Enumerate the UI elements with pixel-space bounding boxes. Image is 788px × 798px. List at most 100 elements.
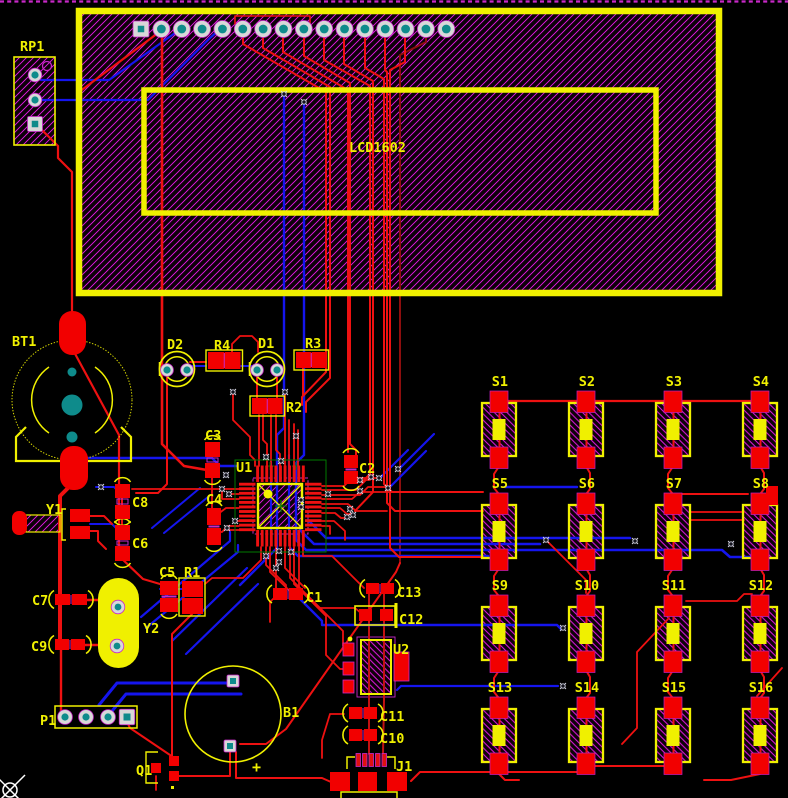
via[interactable] (262, 453, 270, 461)
component-pads-R3[interactable] (296, 352, 327, 368)
trace-segment[interactable] (493, 569, 499, 596)
trace-segment[interactable] (321, 525, 331, 535)
trace-segment[interactable] (395, 684, 560, 692)
trace-segment[interactable] (493, 671, 499, 698)
component-pads-S9[interactable] (489, 594, 509, 673)
component-pads-S8[interactable] (750, 492, 770, 571)
component-pads-S1[interactable] (489, 390, 509, 469)
trace-segment[interactable] (160, 28, 209, 472)
component-pads-R4[interactable] (208, 352, 241, 369)
trace-segment[interactable] (232, 393, 256, 467)
trace-segment[interactable] (586, 569, 591, 596)
trace-segment[interactable] (298, 546, 363, 615)
component-body-Y1[interactable] (26, 515, 60, 532)
component-pads-S11[interactable] (663, 594, 683, 673)
component-pads-J1[interactable] (330, 753, 407, 792)
component-pads-S14[interactable] (576, 696, 596, 775)
via[interactable] (280, 90, 288, 98)
via[interactable] (223, 524, 231, 532)
via[interactable] (277, 457, 285, 465)
trace-segment[interactable] (305, 295, 331, 413)
via[interactable] (356, 476, 364, 484)
component-pads-C13[interactable] (366, 583, 394, 594)
via[interactable] (229, 388, 237, 396)
trace-segment[interactable] (89, 515, 113, 525)
trace-segment[interactable] (756, 667, 783, 697)
via[interactable] (727, 540, 735, 548)
component-pads-S7[interactable] (663, 492, 683, 571)
component-pads-D2[interactable] (160, 363, 194, 377)
trace-segment[interactable] (586, 671, 591, 698)
component-pads-BT1[interactable] (59, 311, 88, 490)
via[interactable] (225, 490, 233, 498)
via[interactable] (281, 388, 289, 396)
trace-segment[interactable] (151, 487, 201, 529)
component-pads-S12[interactable] (750, 594, 770, 673)
component-pads-S6[interactable] (576, 492, 596, 571)
component-pads-R1[interactable] (182, 581, 203, 614)
trace-segment[interactable] (294, 101, 306, 542)
via[interactable] (356, 487, 364, 495)
trace-segment[interactable] (321, 491, 393, 500)
component-pads-C5[interactable] (160, 581, 178, 612)
trace-segment[interactable] (301, 295, 327, 406)
trace-segment[interactable] (106, 692, 243, 718)
trace-segment[interactable] (321, 512, 347, 519)
via[interactable] (300, 98, 308, 106)
component-pads-S16[interactable] (750, 696, 770, 775)
trace-segment[interactable] (321, 486, 387, 496)
via[interactable] (297, 496, 305, 504)
component-pads-S5[interactable] (489, 492, 509, 571)
component-body-U2[interactable] (356, 636, 396, 698)
via[interactable] (275, 547, 283, 555)
trace-segment[interactable] (667, 671, 673, 698)
trace-segment[interactable] (77, 28, 164, 94)
component-pads-S10[interactable] (576, 594, 596, 673)
trace-segment[interactable] (349, 295, 357, 456)
trace-segment[interactable] (498, 773, 520, 781)
component-pads-RP1[interactable] (27, 67, 43, 132)
trace-segment[interactable] (97, 681, 232, 707)
trace-segment[interactable] (238, 93, 286, 587)
component-pads-C8[interactable] (115, 484, 130, 519)
component-pads-U1[interactable] (239, 465, 322, 547)
trace-segment[interactable] (667, 467, 673, 494)
trace-segment[interactable] (386, 449, 428, 491)
via[interactable] (222, 471, 230, 479)
via[interactable] (343, 513, 351, 521)
component-pads-Y1[interactable] (12, 509, 90, 539)
via[interactable] (292, 432, 300, 440)
via[interactable] (346, 505, 354, 513)
trace-segment[interactable] (493, 467, 499, 494)
via[interactable] (394, 465, 402, 473)
trace-segment[interactable] (294, 593, 563, 631)
component-pads-S4[interactable] (750, 390, 770, 469)
component-pads-P1[interactable] (57, 708, 136, 726)
trace-segment[interactable] (302, 546, 365, 589)
via[interactable] (559, 624, 567, 632)
via[interactable] (542, 536, 550, 544)
component-pads-S8X[interactable] (766, 486, 778, 505)
trace-segment[interactable] (389, 28, 406, 297)
via[interactable] (218, 485, 226, 493)
component-pads-LCD1[interactable] (132, 20, 456, 38)
via[interactable] (262, 552, 270, 560)
trace-segment[interactable] (323, 28, 371, 297)
component-pads-C4[interactable] (207, 508, 221, 545)
trace-segment[interactable] (321, 520, 346, 541)
trace-segment[interactable] (389, 295, 484, 558)
trace-segment[interactable] (163, 496, 209, 534)
trace-segment[interactable] (39, 31, 177, 82)
component-pads-S13[interactable] (489, 696, 509, 775)
component-pads-C1[interactable] (273, 588, 303, 600)
trace-segment[interactable] (170, 566, 249, 643)
trace-segment[interactable] (39, 29, 220, 102)
component-pads-C9[interactable] (55, 639, 85, 650)
component-pads-C7[interactable] (55, 594, 87, 605)
trace-segment[interactable] (293, 546, 345, 670)
trace-segment[interactable] (184, 582, 260, 656)
via[interactable] (375, 474, 383, 482)
trace-segment[interactable] (234, 15, 311, 25)
via[interactable] (287, 548, 295, 556)
trace-segment[interactable] (231, 335, 259, 363)
